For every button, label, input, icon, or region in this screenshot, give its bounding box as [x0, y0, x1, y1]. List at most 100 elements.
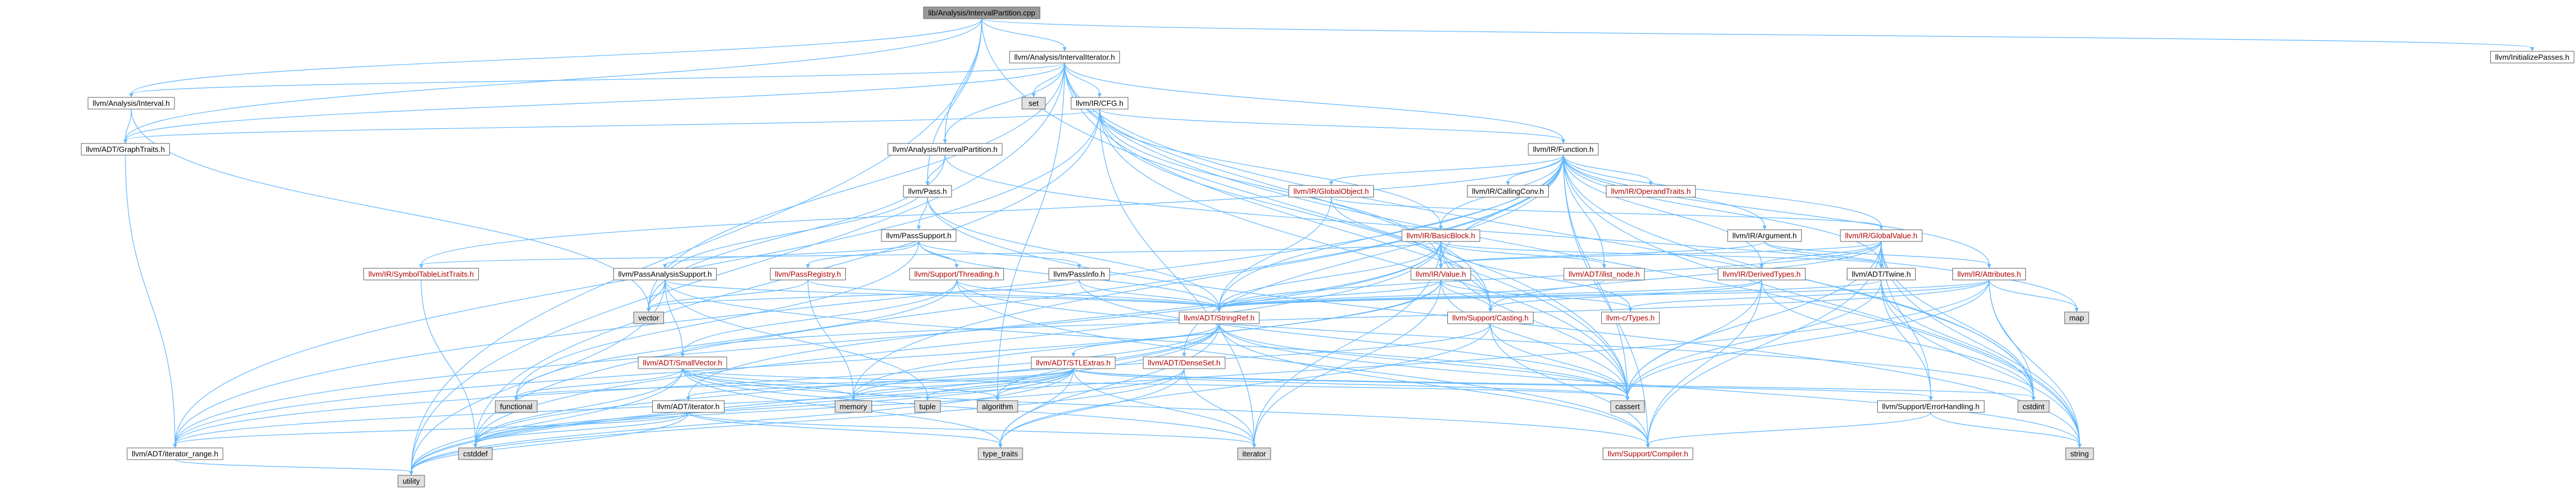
node-passSupport[interactable]: llvm/PassSupport.h	[881, 229, 957, 242]
dependency-edge	[1064, 62, 2080, 445]
dependency-edge	[648, 279, 1080, 309]
node-passAnalysisSupport[interactable]: llvm/PassAnalysisSupport.h	[613, 268, 717, 281]
node-label: vector	[638, 314, 659, 323]
node-stlExtras[interactable]: llvm/ADT/STLExtras.h	[1031, 356, 1116, 369]
node-denseSet[interactable]: llvm/ADT/DenseSet.h	[1143, 356, 1226, 369]
node-twine[interactable]: llvm/ADT/Twine.h	[1846, 268, 1916, 281]
dependency-edge	[125, 108, 1100, 141]
edge-arrowhead	[1561, 139, 1566, 143]
dependency-edge	[1563, 155, 1882, 227]
dependency-edge	[956, 279, 1648, 445]
edge-arrowhead	[1602, 264, 1606, 268]
node-pass[interactable]: llvm/Pass.h	[903, 185, 952, 198]
edge-arrowhead	[1071, 353, 1076, 357]
edge-arrowhead	[995, 397, 1000, 401]
dependency-edge	[981, 18, 2533, 48]
dependency-edge	[1073, 368, 1628, 398]
dependency-edge	[1073, 368, 1255, 445]
dependency-edge	[1630, 279, 1990, 309]
edge-arrowhead	[1506, 181, 1510, 185]
node-intervalPartitionH[interactable]: llvm/Analysis/IntervalPartition.h	[887, 143, 1003, 156]
node-root[interactable]: lib/Analysis/IntervalPartition.cpp	[923, 6, 1041, 19]
node-intervalIterator[interactable]: llvm/Analysis/IntervalIterator.h	[1009, 51, 1120, 64]
node-intervalH[interactable]: llvm/Analysis/Interval.h	[88, 97, 175, 110]
edge-arrowhead	[1625, 397, 1630, 401]
dependency-edge	[1440, 279, 1491, 309]
dependency-edge	[411, 368, 683, 472]
node-box	[1031, 356, 1116, 369]
dependency-edge	[411, 368, 1185, 472]
node-cassert: cassert	[1610, 400, 1645, 413]
node-ilistNode[interactable]: llvm/ADT/ilist_node.h	[1563, 268, 1645, 281]
dependency-edge	[516, 241, 919, 398]
node-errorHandling[interactable]: llvm/Support/ErrorHandling.h	[1877, 400, 1985, 413]
node-basicBlock[interactable]: llvm/IR/BasicBlock.h	[1401, 229, 1480, 242]
node-argument[interactable]: llvm/IR/Argument.h	[1727, 229, 1802, 242]
node-box	[914, 400, 941, 413]
node-label: string	[2070, 450, 2089, 458]
node-label: cstddef	[463, 450, 488, 458]
dependency-edge	[1563, 155, 1990, 265]
node-passRegistry[interactable]: llvm/PassRegistry.h	[769, 268, 846, 281]
dependency-edge	[475, 368, 683, 445]
dependency-edge	[1331, 197, 1882, 227]
dependency-edge	[981, 18, 1065, 48]
node-operandTraits[interactable]: llvm/IR/OperandTraits.h	[1606, 185, 1696, 198]
dependency-edge	[1099, 108, 1564, 141]
dependency-edge	[1219, 279, 1990, 309]
edge-arrowhead	[954, 264, 959, 268]
node-box	[2065, 447, 2094, 460]
node-casting[interactable]: llvm/Support/Casting.h	[1447, 311, 1534, 324]
node-initializePasses[interactable]: llvm/InitializePasses.h	[2490, 51, 2575, 64]
node-cfg[interactable]: llvm/IR/CFG.h	[1070, 97, 1129, 110]
dependency-edge	[1881, 279, 1931, 398]
node-callingConv[interactable]: llvm/IR/CallingConv.h	[1466, 185, 1549, 198]
node-label: lib/Analysis/IntervalPartition.cpp	[928, 9, 1035, 17]
node-box	[1466, 185, 1549, 198]
edge-arrowhead	[1929, 397, 1933, 401]
node-cstdint: cstdint	[2017, 400, 2050, 413]
node-function[interactable]: llvm/IR/Function.h	[1528, 143, 1599, 156]
dependency-edge	[1219, 323, 1648, 445]
node-box	[127, 447, 223, 460]
dependency-edge	[131, 62, 1065, 94]
dependency-edge	[1881, 279, 2080, 445]
node-threading[interactable]: llvm/Support/Threading.h	[909, 268, 1005, 281]
node-layer: lib/Analysis/IntervalPartition.cpp llvm/A…	[80, 6, 2575, 488]
dependency-edge	[1440, 241, 1765, 265]
dependency-edge	[664, 241, 919, 265]
node-derivedTypes[interactable]: llvm/IR/DerivedTypes.h	[1717, 268, 1806, 281]
node-label: llvm/Support/Compiler.h	[1608, 450, 1688, 458]
dependency-edge	[411, 18, 982, 472]
dependency-edge	[1219, 279, 1605, 309]
node-box	[1840, 229, 1923, 242]
node-attributes[interactable]: llvm/IR/Attributes.h	[1952, 268, 2027, 281]
node-stringRef[interactable]: llvm/ADT/StringRef.h	[1178, 311, 1260, 324]
edge-arrowhead	[1217, 308, 1222, 312]
node-value[interactable]: llvm/IR/Value.h	[1410, 268, 1471, 281]
node-compiler[interactable]: llvm/Support/Compiler.h	[1602, 447, 1693, 460]
dependency-edge	[174, 459, 412, 472]
node-set: set	[1021, 97, 1046, 110]
dependency-edge	[1989, 279, 2080, 445]
node-iteratorRange[interactable]: llvm/ADT/iterator_range.h	[127, 447, 223, 460]
node-box	[397, 475, 425, 488]
node-symbolTableListTraits[interactable]: llvm/IR/SymbolTableListTraits.h	[363, 268, 479, 281]
dependency-edge	[1627, 279, 1762, 398]
dependency-edge	[174, 412, 689, 445]
node-smallVector[interactable]: llvm/ADT/SmallVector.h	[638, 356, 727, 369]
node-globalValue[interactable]: llvm/IR/GlobalValue.h	[1840, 229, 1923, 242]
node-functional: functional	[495, 400, 538, 413]
node-label: llvm/PassSupport.h	[886, 232, 951, 240]
node-graphTraits[interactable]: llvm/ADT/GraphTraits.h	[80, 143, 170, 156]
dependency-edge	[1563, 155, 1882, 265]
node-box	[2490, 51, 2575, 64]
node-box	[1143, 356, 1226, 369]
node-label: llvm/Support/Threading.h	[914, 270, 999, 279]
dependency-edge	[1254, 279, 1441, 445]
edge-arrowhead	[1438, 264, 1443, 268]
node-passInfo[interactable]: llvm/PassInfo.h	[1048, 268, 1110, 281]
node-globalObject[interactable]: llvm/IR/GlobalObject.h	[1288, 185, 1374, 198]
node-cTypes[interactable]: llvm-c/Types.h	[1601, 311, 1660, 324]
node-adtIterator[interactable]: llvm/ADT/iterator.h	[652, 400, 724, 413]
